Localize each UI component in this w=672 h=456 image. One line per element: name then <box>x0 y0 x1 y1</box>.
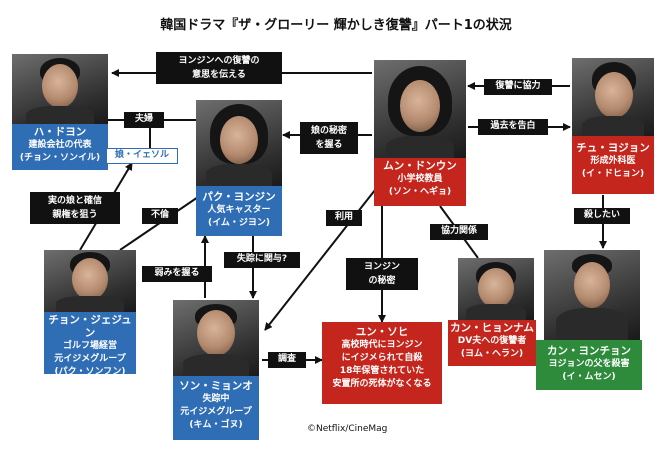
label-confess: 過去を告白 <box>478 119 548 135</box>
name-ha-doyoung: ハ・ドヨン <box>33 126 87 138</box>
label-revenge-intent: ヨンジンへの復讐の 意思を伝える <box>156 52 282 84</box>
label-secret-daughter-2: を握る <box>315 140 343 150</box>
label-secret-yj-1: ヨンジン <box>363 262 400 272</box>
photo-joo-yeojeong <box>572 58 654 136</box>
box-daughter: 娘・イェソル <box>106 148 178 164</box>
desc2-yoon-sohee: にイジメられて自殺 <box>341 353 423 363</box>
box-moon-dongeun: ムン・ドンウン 小学校教員 (ソン・ヘギョ) <box>374 158 466 206</box>
photo-kang-yeongcheon <box>544 250 640 340</box>
actor-ha-doyoung: (チョン・ソンイル) <box>19 153 101 163</box>
role1-jeon-jaejun: ゴルフ場経営 <box>62 341 117 351</box>
label-real-daughter-2: 親権を狙う <box>52 210 98 220</box>
photo-moon-dongeun <box>374 60 466 158</box>
role1-son-myeongo: 失踪中 <box>202 394 230 404</box>
photo-jeon-jaejun <box>44 250 136 312</box>
photo-son-myeongo <box>173 300 259 376</box>
actor-park-yeonjin: (イム・ジヨン) <box>207 218 271 228</box>
role-moon-dongeun: 小学校教員 <box>397 174 443 184</box>
actor-son-myeongo: (キム・ゴヌ) <box>189 420 243 430</box>
name-yoon-sohee: ユン・ソヒ <box>355 326 409 338</box>
photo-ha-doyoung <box>12 54 108 124</box>
label-affair: 不倫 <box>142 208 178 224</box>
label-revenge-intent-1: ヨンジンへの復讐の <box>178 56 260 66</box>
label-secret-daughter: 娘の秘密 を握る <box>300 122 358 154</box>
box-joo-yeojeong: チュ・ヨジョン 形成外科医 (イ・ドヒョン) <box>572 136 654 194</box>
name-son-myeongo: ソン・ミョンオ <box>179 380 253 392</box>
name-kang-hyeonnam: カン・ヒョンナム <box>450 322 534 334</box>
photo-park-yeonjin <box>196 100 282 186</box>
label-secret-daughter-1: 娘の秘密 <box>310 126 347 136</box>
box-park-yeonjin: パク・ヨンジン 人気キャスター (イム・ジヨン) <box>196 186 282 236</box>
label-use: 利用 <box>326 210 362 226</box>
credit-text: ©Netflix/CineMag <box>307 424 388 434</box>
label-weakness: 弱みを握る <box>142 266 212 282</box>
actor-joo-yeojeong: (イ・ドヒョン) <box>581 169 645 179</box>
actor-kang-hyeonnam: (ヨム・ヘラン) <box>460 349 524 359</box>
label-couple: 夫婦 <box>124 112 164 128</box>
label-cooperate: 復讐に協力 <box>484 79 552 95</box>
name-joo-yeojeong: チュ・ヨジョン <box>576 142 650 154</box>
diagram-title: 韓国ドラマ『ザ・グローリー 輝かしき復讐』パート1の状況 <box>160 18 512 33</box>
role2-son-myeongo: 元イジメグループ <box>180 407 252 417</box>
actor-kang-yeongcheon: (イ・ムセン) <box>562 372 616 382</box>
label-want-kill: 殺したい <box>574 208 630 224</box>
role-kang-hyeonnam: DV夫への復讐者 <box>457 336 527 346</box>
desc3-yoon-sohee: 18年保管されていた <box>339 366 425 376</box>
role-ha-doyoung: 建設会社の代表 <box>28 140 92 150</box>
box-yoon-sohee: ユン・ソヒ 高校時代にヨンジン にイジメられて自殺 18年保管されていた 安置所… <box>322 322 442 404</box>
label-investigate: 調査 <box>268 352 306 368</box>
label-real-daughter-1: 実の娘と確信 <box>47 196 102 206</box>
label-real-daughter: 実の娘と確信 親権を狙う <box>30 192 120 224</box>
box-son-myeongo: ソン・ミョンオ 失踪中 元イジメグループ (キム・ゴヌ) <box>173 376 259 440</box>
box-jeon-jaejun: チョン・ジェジュン ゴルフ場経営 元イジメグループ (パク・ソンフン) <box>44 312 136 377</box>
label-revenge-intent-2: 意思を伝える <box>192 70 246 80</box>
actor-jeon-jaejun: (パク・ソンフン) <box>54 367 126 377</box>
name-park-yeonjin: パク・ヨンジン <box>202 191 276 203</box>
label-involved: 失踪に関与? <box>224 252 300 268</box>
name-jeon-jaejun: チョン・ジェジュン <box>48 314 132 339</box>
photo-kang-hyeonnam <box>458 258 534 320</box>
desc4-yoon-sohee: 安置所の死体がなくなる <box>332 379 432 389</box>
desc1-yoon-sohee: 高校時代にヨンジン <box>341 340 423 350</box>
label-secret-yj-2: の秘密 <box>368 276 396 286</box>
role2-jeon-jaejun: 元イジメグループ <box>54 354 126 364</box>
role-joo-yeojeong: 形成外科医 <box>590 156 636 166</box>
label-secret-yj: ヨンジン の秘密 <box>346 258 418 290</box>
box-kang-hyeonnam: カン・ヒョンナム DV夫への復讐者 (ヨム・ヘラン) <box>448 320 536 366</box>
name-kang-yeongcheon: カン・ヨンチョン <box>547 345 631 357</box>
box-ha-doyoung: ハ・ドヨン 建設会社の代表 (チョン・ソンイル) <box>12 124 108 170</box>
box-kang-yeongcheon: カン・ヨンチョン ヨジョンの父を殺害 (イ・ムセン) <box>536 340 642 390</box>
role-kang-yeongcheon: ヨジョンの父を殺害 <box>548 359 630 369</box>
actor-moon-dongeun: (ソン・ヘギョ) <box>388 187 452 197</box>
label-cooperation: 協力関係 <box>430 224 488 240</box>
name-moon-dongeun: ムン・ドンウン <box>383 160 457 172</box>
role-park-yeonjin: 人気キャスター <box>207 205 271 215</box>
